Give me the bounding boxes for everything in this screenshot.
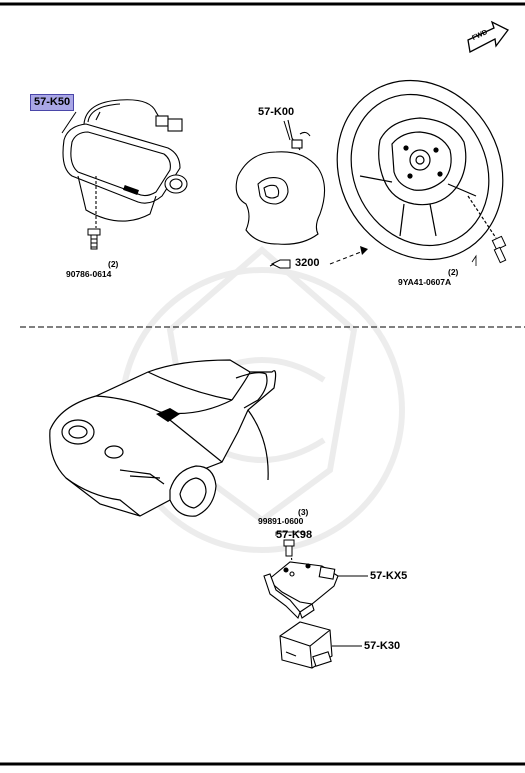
passenger-airbag-drawing [62, 99, 188, 228]
ref-arrowhead [360, 246, 368, 255]
fwd-arrow-icon [467, 20, 509, 53]
leader-9YA41 [471, 254, 477, 266]
control-module-57-K30-drawing [279, 621, 333, 669]
part-label-57-K50[interactable]: 57-K50 [30, 94, 75, 111]
bolt-9YA41-0607A-drawing [491, 235, 507, 264]
part-label-9YA41-0607A[interactable]: 9YA41-0607A [398, 277, 452, 287]
ref-dashed-leader [329, 249, 367, 265]
steering-wheel-drawing [336, 79, 504, 261]
leader-57-K00 [283, 120, 291, 141]
qty-label-bolt-right: (2) [448, 267, 459, 277]
leader-99891-0600 [275, 531, 305, 536]
part-label-99891-0600[interactable]: 99891-0600 [258, 516, 304, 526]
bolt-90786-0614-drawing [87, 228, 101, 250]
part-label-57-K30[interactable]: 57-K30 [364, 640, 401, 652]
qty-label-bolt-sensor: (3) [298, 507, 309, 517]
bracket-57-KX5-drawing [263, 545, 339, 620]
bolt-99891-0600-drawing [283, 539, 295, 557]
part-label-90786-0614[interactable]: 90786-0614 [66, 269, 112, 279]
qty-label-bolt-left: (2) [108, 259, 119, 269]
car-module-location [156, 408, 180, 422]
part-label-57-K00[interactable]: 57-K00 [258, 106, 295, 118]
part-label-57-K98[interactable]: 57-K98 [276, 529, 313, 541]
leader-57-K50 [61, 111, 77, 134]
ref-label-3200[interactable]: 3200 [295, 257, 320, 269]
reference-pointer-icon [269, 259, 291, 269]
driver-airbag-drawing [235, 119, 326, 245]
car-outline-drawing [49, 359, 277, 517]
part-label-57-KX5[interactable]: 57-KX5 [370, 570, 408, 582]
